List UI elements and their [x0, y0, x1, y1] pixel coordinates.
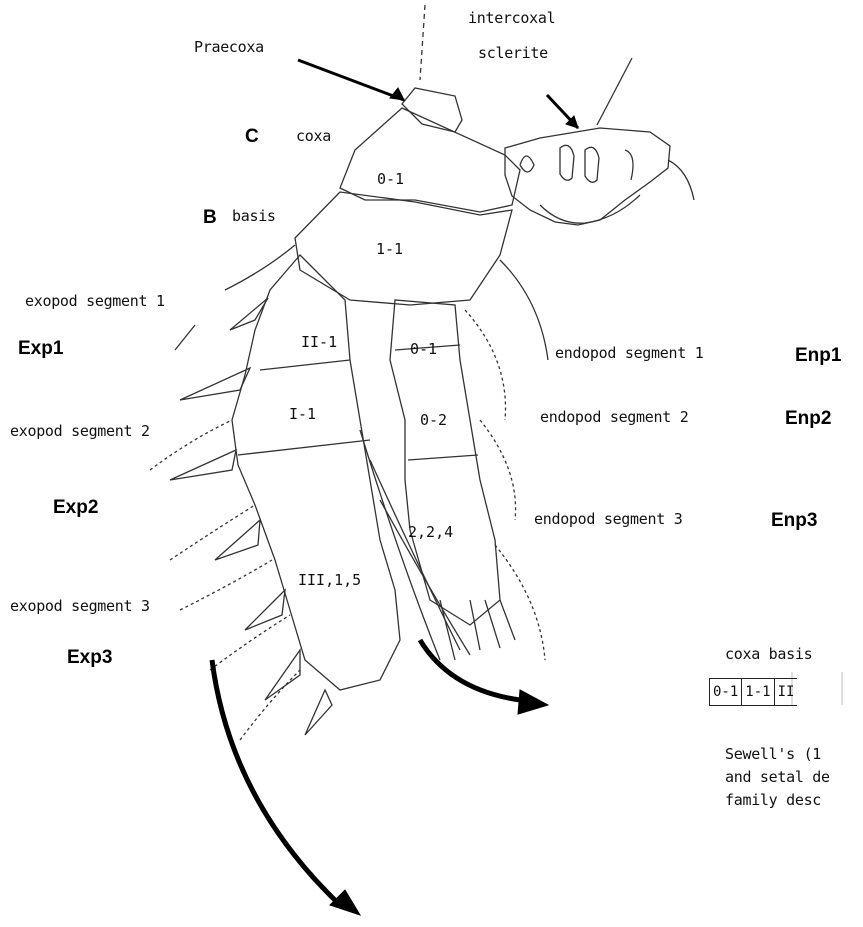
segment-formula-exp1: II-1: [301, 333, 337, 351]
segment-formula-exp3: III,1,5: [298, 571, 361, 589]
label-basis: basis: [232, 207, 276, 225]
label-intercoxal: intercoxal: [468, 9, 555, 27]
setal-formula-table: 0-1 1-1 II: [709, 678, 797, 706]
praecoxa-arrow: [298, 60, 404, 100]
label-exp2: Exp2: [53, 497, 98, 519]
label-endopod-segment-2: endopod segment 2: [540, 408, 688, 426]
table-cell: 0-1: [710, 679, 742, 706]
segment-formula-exp2: I-1: [289, 405, 316, 423]
label-praecoxa: Praecoxa: [194, 38, 264, 56]
label-exopod-segment-3: exopod segment 3: [10, 597, 150, 615]
table-cell: 1-1: [742, 679, 774, 706]
segment-formula-enp1: 0-1: [410, 340, 437, 358]
label-endopod-segment-1: endopod segment 1: [555, 344, 703, 362]
label-sclerite: sclerite: [478, 44, 548, 62]
basis-shape: [295, 192, 512, 305]
table-cell: II: [774, 679, 797, 706]
segment-formula-coxa: 0-1: [377, 170, 404, 188]
praecoxa-shape: [402, 88, 462, 132]
table-header: coxa basis: [725, 645, 812, 663]
intercoxal-sclerite-shape: [505, 128, 670, 225]
label-endopod-segment-3: endopod segment 3: [534, 510, 682, 528]
coxa-shape: [340, 108, 520, 212]
label-c: C: [245, 126, 259, 148]
label-exopod-segment-1: exopod segment 1: [25, 292, 165, 310]
table-row: 0-1 1-1 II: [710, 679, 798, 706]
label-exp1: Exp1: [18, 338, 63, 360]
label-b: B: [203, 207, 217, 229]
caption-line-1: Sewell's (1: [725, 745, 821, 763]
exopod-long-arrow: [212, 660, 340, 905]
label-exp3: Exp3: [67, 647, 112, 669]
segment-formula-enp3: 2,2,4: [408, 523, 453, 541]
label-enp1: Enp1: [795, 345, 841, 367]
caption-line-2: and setal de: [725, 768, 830, 786]
segment-formula-basis: 1-1: [376, 240, 403, 258]
label-enp3: Enp3: [771, 510, 817, 532]
caption-line-3: family desc: [725, 791, 821, 809]
label-exopod-segment-2: exopod segment 2: [10, 422, 150, 440]
label-enp2: Enp2: [785, 408, 831, 430]
label-coxa: coxa: [296, 127, 331, 145]
segment-formula-enp2: 0-2: [420, 411, 447, 429]
